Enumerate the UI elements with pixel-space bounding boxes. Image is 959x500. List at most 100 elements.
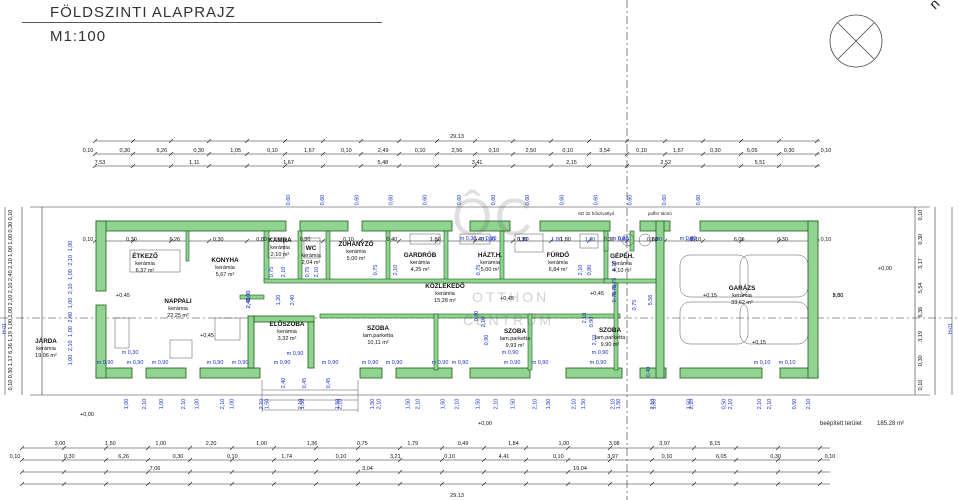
opening-label: 2,10 <box>689 399 695 410</box>
interior-walls <box>185 230 657 371</box>
room-area: 19,06 m² <box>35 353 57 359</box>
opening-m-label: m 0,90 <box>386 360 403 366</box>
room-area: 10,11 m² <box>367 340 388 346</box>
room-material: lam.parketta <box>363 333 394 339</box>
opening-label: 0,60 <box>457 195 463 206</box>
dim-label: 1,67 <box>304 148 315 154</box>
dim-label: 1,74 <box>281 454 292 460</box>
inner-dim-label: 0,90 <box>484 335 490 346</box>
dim-label: 3,97 <box>607 454 618 460</box>
opening-label: 1,50 <box>581 399 587 410</box>
room-material: kerámia <box>270 245 291 251</box>
inner-dim-label: 0,45 <box>302 378 308 389</box>
inner-dim-label: 0,40 <box>646 367 652 378</box>
dim-label: 2,10 <box>8 258 14 269</box>
opening-label: 2,10 <box>572 399 578 410</box>
inner-dim-label: 2,10 <box>314 267 320 278</box>
dim-total-bottom: 29,13 <box>450 493 464 499</box>
dim-label: 6,05 <box>747 148 758 154</box>
room-area: 4,25 m² <box>411 267 430 273</box>
opening-label: 1,50 <box>265 399 271 410</box>
inner-dim-label: 2,10 <box>612 261 618 272</box>
room-name: SZOBA <box>599 327 621 334</box>
opening-label: 1,50 <box>370 399 376 410</box>
inner-dim-label: 5,56 <box>648 295 654 306</box>
level-mark: +0,45 <box>200 333 214 339</box>
inner-dim-label: 2,10 <box>481 317 487 328</box>
dim-label: 3,00 <box>55 441 66 447</box>
opening-label: 1,50 <box>476 399 482 410</box>
dim-label: 1,11 <box>189 160 199 166</box>
dim-label: 0,30 <box>8 222 14 233</box>
opening-label: 2,10 <box>142 399 148 410</box>
dim-label: 6,26 <box>169 237 180 243</box>
dim-label: 3,21 <box>390 454 401 460</box>
inner-dim-label: 0,45 <box>326 378 332 389</box>
dim-label: 8,15 <box>710 441 721 447</box>
inner-dim-label: 2,40 <box>246 298 252 309</box>
title-rule <box>22 22 382 23</box>
inner-dim-label: 0,75 <box>612 285 618 296</box>
opening-label: 2,10 <box>181 399 187 410</box>
dim-label: 3,17 <box>918 258 924 269</box>
opening-label: 0,60 <box>618 237 629 243</box>
level-mark: +0,45 <box>590 291 604 297</box>
opening-m-label: m 0,90 <box>680 236 697 242</box>
dim-label: 2,20 <box>206 441 217 447</box>
room-name: HÁZT.H. <box>478 250 502 259</box>
room-name: GARDRÓB <box>404 250 437 259</box>
dim-col-left-mid: 1,002,101,002,101,002,401,002,101,00 <box>68 241 74 366</box>
dim-label: 6,36 <box>918 307 924 318</box>
dim-label: 0,10 <box>444 454 455 460</box>
dim-label: 6,26 <box>156 148 167 154</box>
opening-label: 1,80 <box>685 237 696 243</box>
inner-dim-label: 0,80 <box>587 265 593 276</box>
opening-label: 1,80 <box>485 237 496 243</box>
opening-label: 1,00 <box>68 326 74 337</box>
opening-label: 1,00 <box>68 269 74 280</box>
dim-label: 4,41 <box>499 454 510 460</box>
room-name: KAMRA <box>268 237 292 244</box>
dim-label: 0,10 <box>227 454 238 460</box>
opening-m-label: m 0,90 <box>287 351 304 357</box>
dim-label: 0,30 <box>64 454 75 460</box>
dim-label: 1,80 <box>430 237 441 243</box>
room-area: 5,00 m² <box>347 256 366 262</box>
opening-m-label: m 0,90 <box>232 360 249 366</box>
opening-label: 0,60 <box>286 195 292 206</box>
opening-label: 2,40 <box>68 312 74 323</box>
dimension-lines <box>4 140 953 485</box>
dim-label: 0,80 <box>256 237 267 243</box>
dim-label: 1,17 <box>8 355 14 366</box>
dim-label: 0,30 <box>710 148 721 154</box>
opening-label: 0,60 <box>423 195 429 206</box>
opening-label: 1,50 <box>511 399 517 410</box>
dim-label: 7,53 <box>95 160 106 166</box>
dim-label: 0,10 <box>343 237 354 243</box>
inner-dim-label: 0,90 <box>589 317 595 328</box>
dim-label: 0,30 <box>8 367 14 378</box>
dim-label: 1,57 <box>673 148 684 154</box>
dim-total-top: 29,13 <box>450 134 464 140</box>
inner-dim-label: 2,10 <box>582 313 588 324</box>
dim-label: 3,41 <box>472 160 483 166</box>
opening-label: 0,60 <box>389 195 395 206</box>
dim-label: 0,30 <box>918 355 924 366</box>
dim-label: 0,10 <box>341 148 352 154</box>
opening-label: 2,10 <box>337 399 343 410</box>
dim-label: 0,10 <box>489 148 500 154</box>
opening-m-label: m 0,90 <box>532 360 549 366</box>
room-area: 5,00 m² <box>481 267 500 273</box>
dim-label: 0,10 <box>267 148 278 154</box>
room-name: ÉTKEZŐ <box>132 251 158 260</box>
dim-label: 3,08 <box>609 441 620 447</box>
dim-label: 1,00 <box>256 441 267 447</box>
dim-col-right: 0,100,303,196,365,543,170,300,10 <box>918 210 924 391</box>
